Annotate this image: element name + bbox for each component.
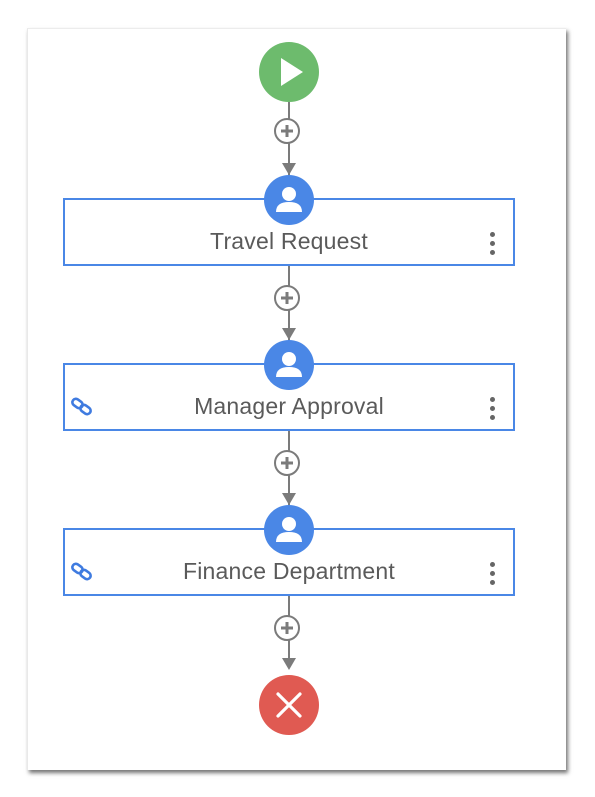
plus-icon [281,622,293,634]
start-node[interactable] [259,42,319,102]
user-icon [264,175,314,225]
add-step-button[interactable] [274,450,300,476]
plus-icon [281,457,293,469]
user-icon [264,340,314,390]
close-icon [276,692,302,718]
task-label: Manager Approval [194,393,384,419]
kebab-menu-icon[interactable] [485,562,499,588]
link-icon[interactable] [70,397,94,417]
add-step-button[interactable] [274,285,300,311]
add-step-button[interactable] [274,615,300,641]
arrow-head [282,493,296,505]
arrow-head [282,328,296,340]
end-node[interactable] [259,675,319,735]
arrow-head [282,658,296,670]
task-label: Travel Request [210,228,368,254]
play-icon [281,58,303,86]
user-icon [264,505,314,555]
add-step-button[interactable] [274,118,300,144]
kebab-menu-icon[interactable] [485,232,499,258]
arrow-head [282,163,296,175]
plus-icon [281,292,293,304]
plus-icon [281,125,293,137]
link-icon[interactable] [70,562,94,582]
kebab-menu-icon[interactable] [485,397,499,423]
task-label: Finance Department [183,558,395,584]
